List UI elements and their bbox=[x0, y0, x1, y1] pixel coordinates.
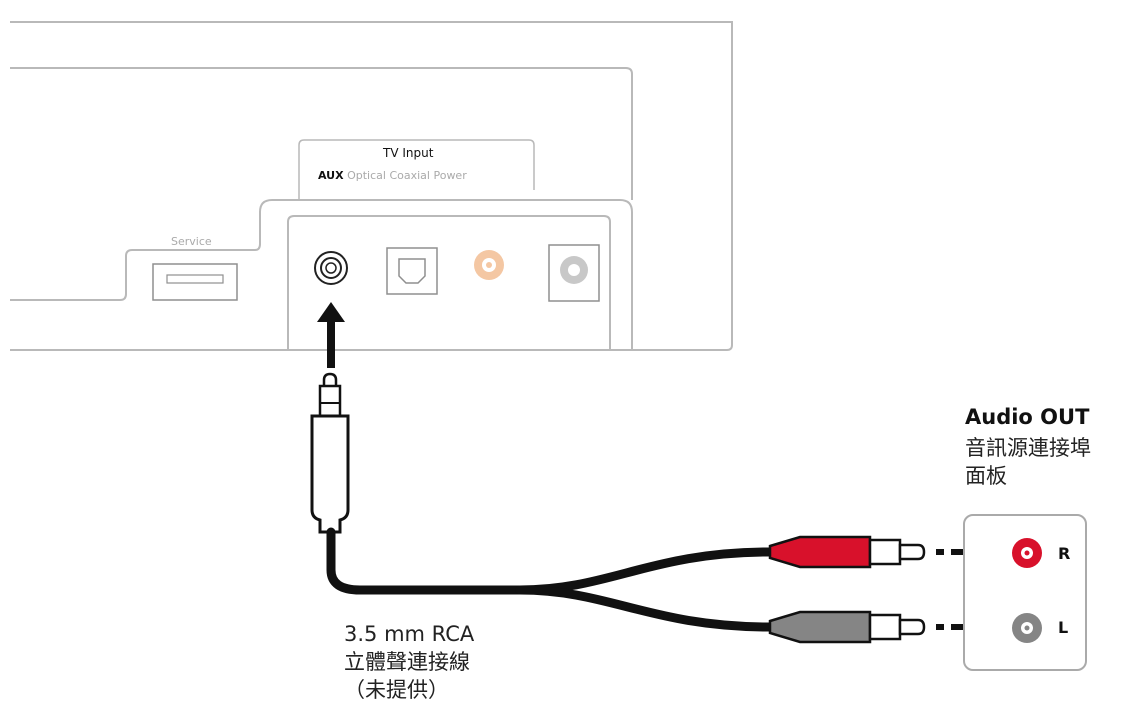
soundbar-body-outline bbox=[10, 21, 733, 351]
rca-plug-red bbox=[768, 535, 926, 569]
coaxial-port bbox=[474, 250, 504, 280]
audio-out-title: Audio OUT bbox=[965, 405, 1090, 429]
connector-bay-outline bbox=[287, 215, 611, 350]
power-label: Power bbox=[433, 169, 467, 182]
soundbar-lower-panel bbox=[10, 199, 633, 350]
audio-out-subtitle-line: 音訊源連接埠 bbox=[965, 436, 1091, 460]
right-channel-label: R bbox=[1058, 544, 1071, 563]
aux-label: AUX bbox=[318, 169, 344, 182]
tv-input-label: TV Input bbox=[383, 146, 434, 160]
mini-jack-plug bbox=[310, 372, 350, 534]
left-channel-label: L bbox=[1058, 618, 1069, 637]
optical-port bbox=[386, 247, 438, 295]
audio-source-panel bbox=[963, 514, 1087, 671]
cable-label-line: 3.5 mm RCA bbox=[344, 622, 475, 646]
cable-label-line: （未提供） bbox=[344, 678, 449, 702]
audio-out-subtitle-line: 面板 bbox=[965, 464, 1007, 488]
coaxial-label: Coaxial bbox=[389, 169, 430, 182]
service-port-slot bbox=[166, 274, 224, 284]
audio-out-subtitle: 音訊源連接埠 面板 bbox=[965, 434, 1091, 490]
rca-jack-red bbox=[1012, 538, 1042, 568]
rca-jack-gray bbox=[1012, 613, 1042, 643]
tv-input-label-box bbox=[298, 139, 535, 200]
cable-branch-gray bbox=[515, 585, 775, 632]
aux-jack bbox=[314, 251, 348, 285]
power-port bbox=[548, 244, 600, 302]
rca-plug-gray bbox=[768, 610, 926, 644]
cable-label-line: 立體聲連接線 bbox=[344, 650, 470, 674]
soundbar-inner-panel bbox=[10, 67, 633, 200]
cable bbox=[326, 527, 565, 595]
optical-label: Optical bbox=[347, 169, 386, 182]
service-label: Service bbox=[171, 235, 212, 248]
cable-branch-red bbox=[515, 547, 775, 595]
aux-insert-arrow bbox=[317, 302, 345, 368]
cable-label: 3.5 mm RCA 立體聲連接線 （未提供） bbox=[344, 620, 474, 704]
input-labels-row: AUX Optical Coaxial Power bbox=[318, 169, 467, 182]
